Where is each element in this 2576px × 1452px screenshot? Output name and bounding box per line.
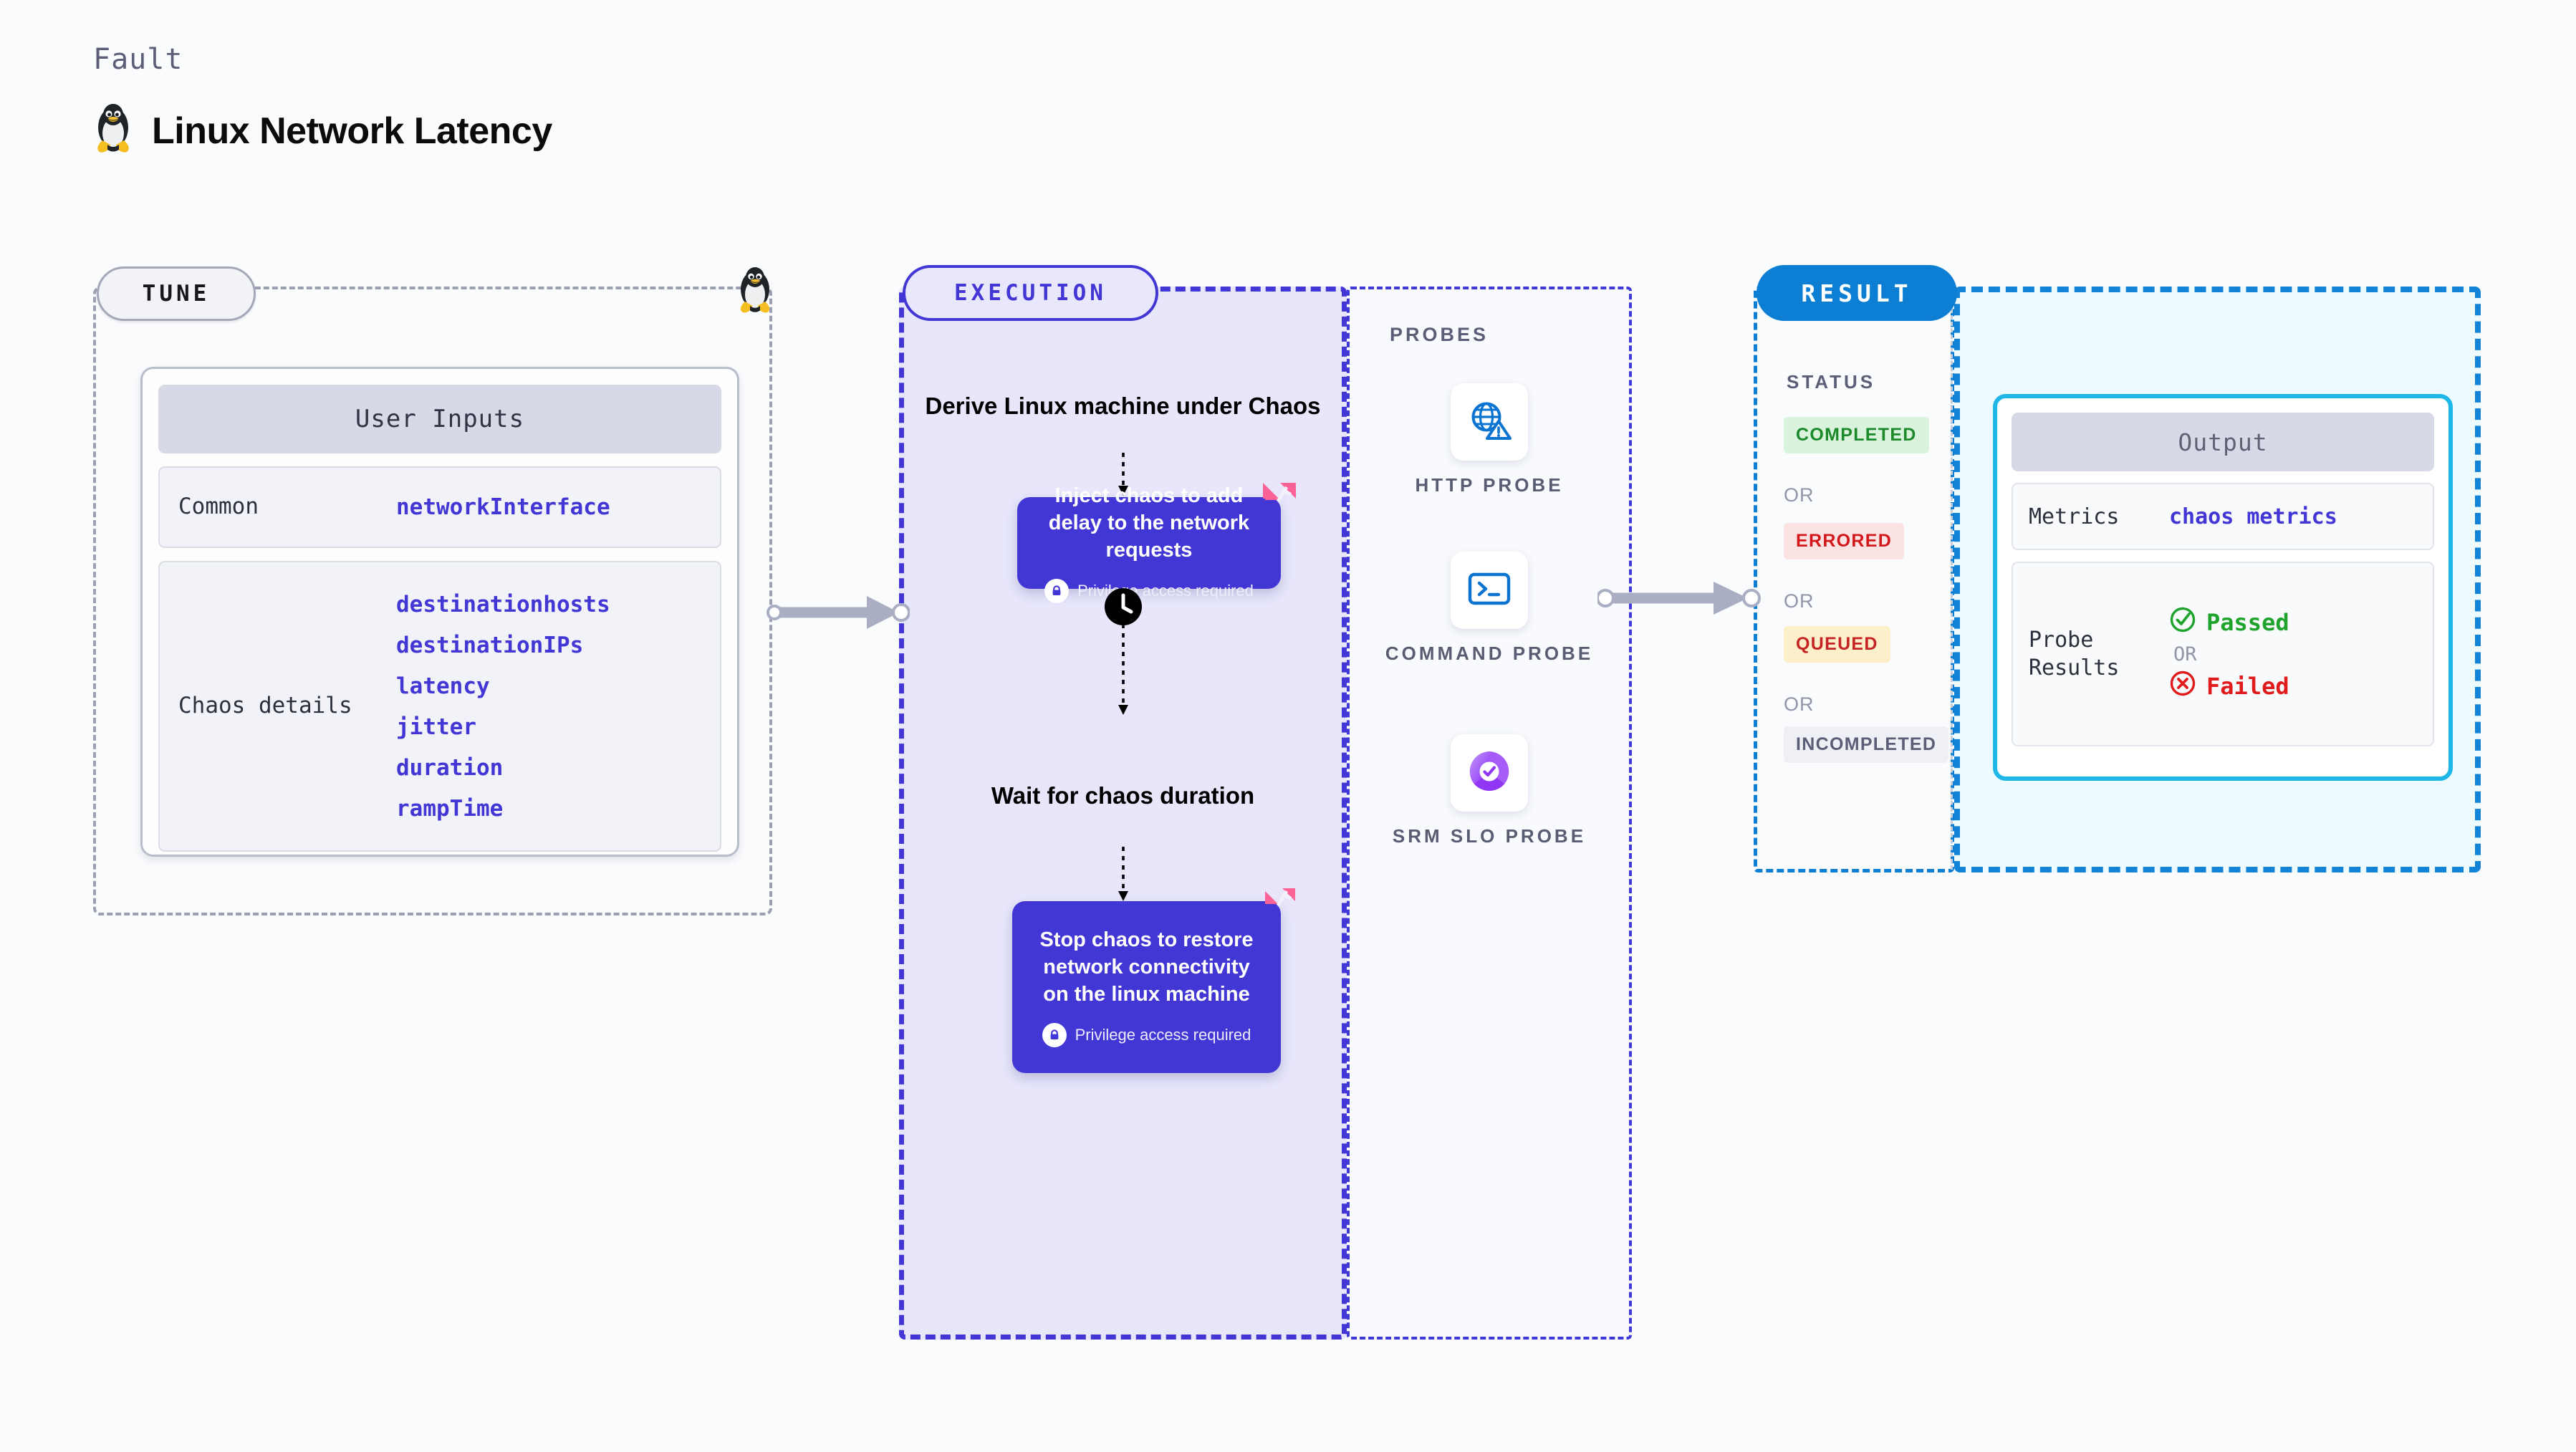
status-badge-errored: ERRORED <box>1784 523 1905 559</box>
probe-item-srm-slo[interactable]: SRM SLO PROBE <box>1347 734 1632 849</box>
tune-row-common: Common networkInterface <box>158 466 721 548</box>
status-panel-right-divider <box>1951 289 1953 870</box>
param-duration[interactable]: duration <box>396 754 504 781</box>
probe-tile <box>1451 383 1528 461</box>
output-metrics-value[interactable]: chaos metrics <box>2169 504 2337 529</box>
flow-arrow-down-icon <box>1118 847 1128 901</box>
slo-donut-check-icon <box>1467 749 1512 797</box>
probe-result-passed-label: Passed <box>2206 608 2289 636</box>
output-row-probe-results: Probe Results Passed OR <box>2012 562 2434 746</box>
clock-icon <box>1104 587 1143 630</box>
connector-probes-to-result <box>1597 582 1761 615</box>
flow-arrow-down-icon <box>1118 596 1128 715</box>
execution-step-label-wait: Wait for chaos duration <box>991 782 1255 809</box>
status-badge-incompleted: INCOMPLETED <box>1784 726 1949 763</box>
output-card: Output Metrics chaos metrics Probe Resul… <box>1993 394 2453 781</box>
tune-pill[interactable]: TUNE <box>97 266 256 321</box>
lock-icon <box>1042 1022 1067 1047</box>
execution-flow: Derive Linux machine under Chaos Inject … <box>899 287 1347 1340</box>
tune-panel-frame <box>93 287 772 915</box>
param-destinationIPs[interactable]: destinationIPs <box>396 632 584 658</box>
status-badge-completed: COMPLETED <box>1784 417 1929 453</box>
terminal-icon <box>1468 571 1511 610</box>
execution-panel-frame <box>899 287 1347 1340</box>
execution-card-text: Stop chaos to restore network connectivi… <box>1039 928 1254 1006</box>
privilege-note-text: Privilege access required <box>1075 1025 1251 1044</box>
tune-row-values: networkInterface <box>396 494 610 520</box>
check-circle-icon <box>2169 606 2196 639</box>
page-title-row: Linux Network Latency <box>93 103 552 158</box>
tune-row-key: Common <box>178 494 259 520</box>
user-inputs-card: User Inputs Common networkInterface Chao… <box>140 367 739 857</box>
probe-tile <box>1451 552 1528 629</box>
privilege-note-text: Privilege access required <box>1077 581 1254 600</box>
globe-warning-icon <box>1467 398 1512 446</box>
flow-arrow-down-icon <box>1118 453 1128 496</box>
page-header: Fault Linux Network Latency <box>93 43 552 158</box>
probe-label: SRM SLO PROBE <box>1392 825 1587 847</box>
probe-label: COMMAND PROBE <box>1385 643 1594 664</box>
output-row-key: Metrics <box>2029 504 2120 529</box>
user-inputs-header: User Inputs <box>158 385 721 453</box>
execution-pill[interactable]: EXECUTION <box>903 265 1158 321</box>
probe-result-failed-label: Failed <box>2206 672 2289 700</box>
status-or-text: OR <box>1784 590 1815 612</box>
execution-card-stop-chaos[interactable]: Stop chaos to restore network connectivi… <box>1012 888 1295 1073</box>
chaos-fault-badge-icon <box>1261 480 1298 521</box>
lock-icon <box>1044 578 1070 603</box>
x-circle-icon <box>2169 670 2196 703</box>
param-latency[interactable]: latency <box>396 673 490 699</box>
probe-label: HTTP PROBE <box>1415 474 1564 496</box>
tune-row-key: Chaos details <box>178 693 352 719</box>
privilege-note: Privilege access required <box>1044 578 1254 603</box>
status-section-label: STATUS <box>1787 371 1876 393</box>
output-card-header: Output <box>2012 413 2434 471</box>
privilege-note: Privilege access required <box>1042 1022 1251 1047</box>
execution-step-label-derive: Derive Linux machine under Chaos <box>925 393 1321 419</box>
probe-result-or-text: OR <box>2173 643 2197 665</box>
probe-item-command[interactable]: COMMAND PROBE <box>1347 552 1632 666</box>
page-title: Linux Network Latency <box>152 110 552 152</box>
linux-penguin-icon <box>735 266 775 319</box>
tune-row-chaos-details: Chaos details destinationhosts destinati… <box>158 561 721 852</box>
probes-section-label: PROBES <box>1390 324 1489 345</box>
chaos-fault-badge-icon <box>1261 884 1298 925</box>
probe-result-options: Passed OR Failed <box>2169 606 2289 703</box>
output-row-metrics: Metrics chaos metrics <box>2012 483 2434 550</box>
param-jitter[interactable]: jitter <box>396 713 476 740</box>
param-destinationhosts[interactable]: destinationhosts <box>396 591 610 617</box>
probe-item-http[interactable]: HTTP PROBE <box>1347 383 1632 498</box>
status-or-text: OR <box>1784 693 1815 715</box>
linux-penguin-icon <box>93 103 133 158</box>
probes-panel-frame <box>1347 287 1632 1340</box>
status-or-text: OR <box>1784 484 1815 506</box>
output-row-key: Probe Results <box>2029 628 2120 681</box>
probe-result-passed: Passed <box>2169 606 2289 639</box>
page-eyebrow-fault: Fault <box>93 43 183 76</box>
connector-tune-to-execution <box>766 596 910 629</box>
probe-tile <box>1451 734 1528 812</box>
execution-card-inject-chaos[interactable]: Inject chaos to add delay to the network… <box>1017 483 1296 603</box>
tune-row-values: destinationhosts destinationIPs latency … <box>396 592 610 822</box>
execution-card-text: Inject chaos to add delay to the network… <box>1048 484 1250 562</box>
param-networkInterface[interactable]: networkInterface <box>396 494 610 520</box>
param-rampTime[interactable]: rampTime <box>396 795 504 822</box>
probe-result-failed: Failed <box>2169 670 2289 703</box>
result-pill[interactable]: RESULT <box>1756 265 1957 321</box>
status-badge-queued: QUEUED <box>1784 626 1890 663</box>
